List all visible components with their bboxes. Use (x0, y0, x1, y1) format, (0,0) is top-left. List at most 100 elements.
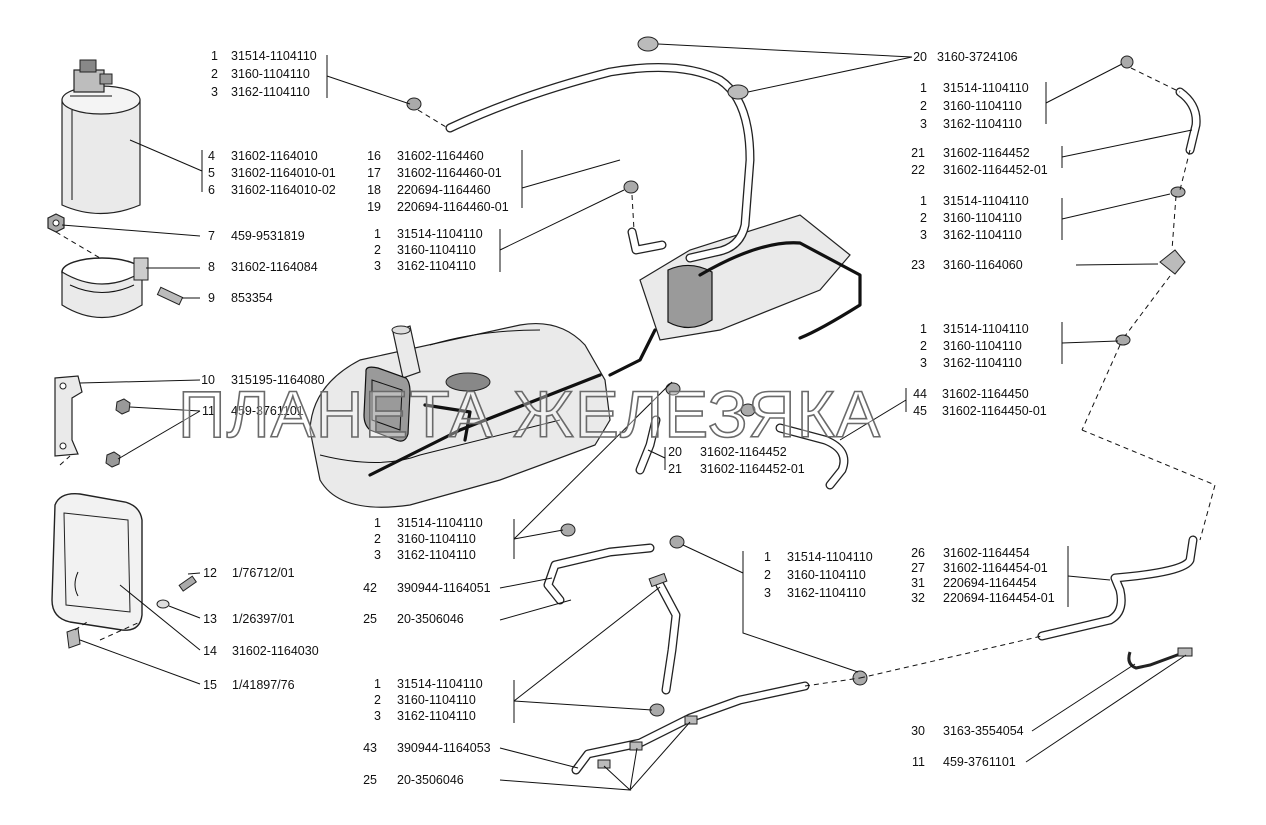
part-code: 3160-1104110 (943, 99, 1022, 113)
part-number: 30 (911, 724, 925, 738)
part-number: 3 (764, 586, 771, 600)
part-code: 3162-1104110 (943, 356, 1022, 370)
part-code: 20-3506046 (397, 612, 464, 626)
part-code: 1/41897/76 (232, 678, 295, 692)
part-code: 31514-1104110 (787, 550, 873, 564)
screw-12-drawing (178, 575, 197, 592)
part-code: 31602-1164454 (943, 546, 1030, 560)
part-number: 12 (203, 566, 217, 580)
part-number: 31 (911, 576, 925, 590)
part-code: 3162-1104110 (787, 586, 866, 600)
part-number: 3 (211, 85, 218, 99)
part-code: 3160-1104110 (397, 693, 476, 707)
part-code: 3160-1104110 (943, 211, 1022, 225)
part-code: 459-9531819 (231, 229, 305, 243)
clamps-drawing (406, 36, 1193, 769)
part-code: 31602-1164452-01 (943, 163, 1048, 177)
part-code: 31514-1104110 (397, 516, 483, 530)
bolts-11-drawing (105, 398, 131, 468)
part-code: 220694-1164460-01 (397, 200, 509, 214)
part-number: 16 (367, 149, 381, 163)
part-number: 21 (911, 146, 925, 160)
part-code: 3162-1104110 (397, 709, 476, 723)
part-labels: 1 31514-1104110 2 3160-1104110 3 3162-1104110… (201, 49, 1055, 787)
hose-vertical-lower-drawing (655, 580, 681, 695)
part-number: 4 (208, 149, 215, 163)
fuel-tank-drawing (309, 322, 611, 508)
part-number: 8 (208, 260, 215, 274)
part-number: 3 (374, 709, 381, 723)
bracket-10-drawing (54, 375, 83, 457)
hose-center-small-drawing (627, 227, 667, 255)
part-number: 45 (913, 404, 927, 418)
part-number: 5 (208, 166, 215, 180)
part-number: 17 (367, 166, 381, 180)
part-code: 31602-1164010 (231, 149, 318, 163)
part-code: 3162-1104110 (231, 85, 310, 99)
part-code: 31514-1104110 (943, 322, 1029, 336)
label-group-g-right-hose-a: 21 31602-1164452 22 31602-1164452-01 (911, 146, 1048, 177)
part-code: 220694-1164460 (397, 183, 491, 197)
part-number: 1 (374, 516, 381, 530)
part-number: 1 (920, 81, 927, 95)
part-code: 31602-1164460 (397, 149, 484, 163)
part-code: 3160-1104110 (943, 339, 1022, 353)
part-code: 3160-1104110 (397, 243, 476, 257)
part-number: 11 (912, 755, 925, 769)
part-code: 31602-1164452 (700, 445, 787, 459)
part-number: 2 (374, 532, 381, 546)
part-code: 3160-1164060 (943, 258, 1023, 272)
part-number: 18 (367, 183, 381, 197)
part-code: 3160-3724106 (937, 50, 1018, 64)
part-code: 31514-1104110 (943, 194, 1029, 208)
part-code: 390944-1164051 (397, 581, 491, 595)
part-number: 9 (208, 291, 215, 305)
part-code: 1/26397/01 (232, 612, 295, 626)
part-code: 31602-1164084 (231, 260, 318, 274)
part-code: 220694-1164454-01 (943, 591, 1055, 605)
part-number: 44 (913, 387, 927, 401)
part-code: 31514-1104110 (397, 677, 483, 691)
part-number: 3 (920, 117, 927, 131)
cover-14-drawing (51, 493, 143, 631)
part-number: 22 (911, 163, 925, 177)
part-number: 3 (920, 228, 927, 242)
part-number: 10 (201, 373, 215, 387)
tube-43-drawing (571, 681, 810, 775)
part-number: 1 (374, 677, 381, 691)
bolt-9-drawing (156, 286, 184, 306)
part-number: 3 (920, 356, 927, 370)
nut-15-drawing (66, 627, 81, 649)
part-number: 43 (363, 741, 377, 755)
hose-26-32-drawing (1037, 535, 1198, 641)
part-code: 31602-1164450 (942, 387, 1029, 401)
hose-16-19-drawing (445, 63, 755, 263)
part-number: 21 (668, 462, 682, 476)
part-code: 31514-1104110 (397, 227, 483, 241)
part-number: 15 (203, 678, 217, 692)
part-number: 3 (374, 259, 381, 273)
part-code: 31514-1104110 (231, 49, 317, 63)
strap-8-drawing (61, 257, 149, 319)
part-number: 1 (920, 322, 927, 336)
part-code: 315195-1164080 (231, 373, 325, 387)
part-code: 31602-1164452 (943, 146, 1030, 160)
